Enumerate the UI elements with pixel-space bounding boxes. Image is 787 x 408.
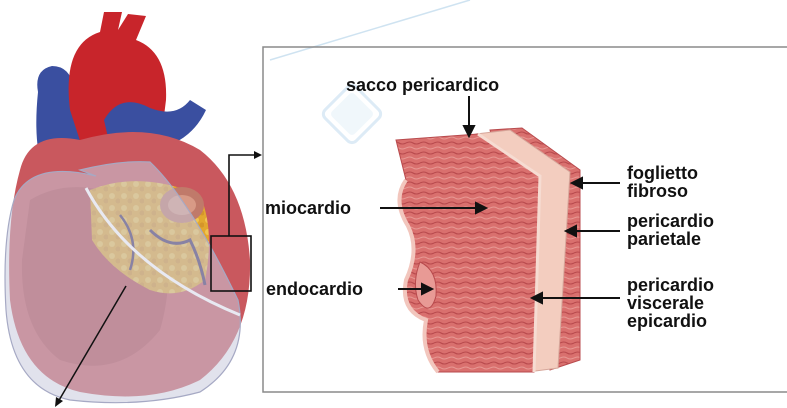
heart-illustration <box>5 12 250 403</box>
label-sacco-pericardico: sacco pericardico <box>346 76 499 94</box>
label-miocardio: miocardio <box>265 199 351 217</box>
label-fibroso: fibroso <box>627 182 688 200</box>
label-pericardio-parietale-1: pericardio <box>627 212 714 230</box>
label-endocardio: endocardio <box>266 280 363 298</box>
watermark-line-1 <box>270 0 470 60</box>
label-pericardio-viscerale-1: pericardio <box>627 276 714 294</box>
label-pericardio-viscerale-2: viscerale <box>627 294 704 312</box>
label-foglietto: foglietto <box>627 164 698 182</box>
miocardio-layer <box>396 134 540 372</box>
wall-cross-section <box>396 128 580 372</box>
label-pericardio-parietale-2: parietale <box>627 230 701 248</box>
label-epicardio: epicardio <box>627 312 707 330</box>
